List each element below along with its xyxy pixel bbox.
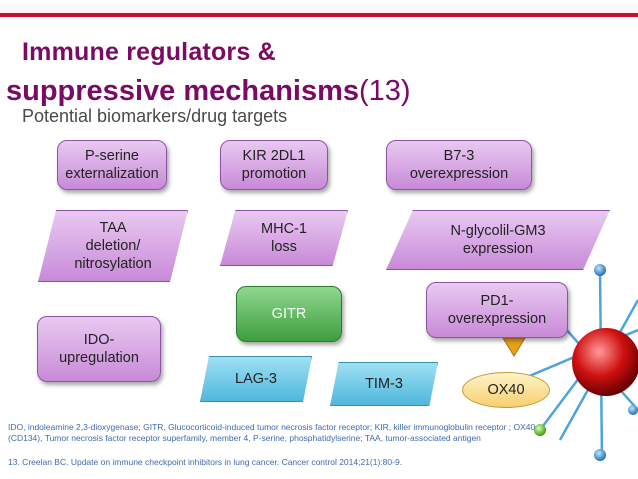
slide-title-reference: (13) — [359, 75, 411, 107]
box-ido[interactable]: IDO- upregulation — [37, 316, 161, 382]
box-pserine[interactable]: P-serine externalization — [57, 140, 167, 190]
box-n-glycolil[interactable]: N-glycolil-GM3 expression — [386, 210, 610, 270]
box-pd1[interactable]: PD1- overexpression — [426, 282, 568, 338]
slide-subtitle: Potential biomarkers/drug targets — [22, 106, 288, 126]
slide-title-text: suppressive mechanisms — [6, 75, 360, 107]
red-accent-line — [0, 13, 638, 17]
box-lag-3[interactable]: LAG-3 — [200, 356, 312, 402]
box-ox40[interactable]: OX40 — [462, 372, 550, 408]
box-kir-2dl1[interactable]: KIR 2DL1 promotion — [220, 140, 328, 190]
box-mhc-1[interactable]: MHC-1 loss — [220, 210, 348, 266]
slide-title-line2: suppressive mechanisms(13) — [6, 75, 411, 108]
box-gitr[interactable]: GITR — [236, 286, 342, 342]
box-b7-3[interactable]: B7-3 overexpression — [386, 140, 532, 190]
slide-title-line1: Immune regulators & — [22, 38, 276, 66]
box-taa[interactable]: TAA deletion/ nitrosylation — [38, 210, 188, 282]
reference-footnote: 13. Creelan BC. Update on immune checkpo… — [8, 457, 403, 467]
box-tim-3[interactable]: TIM-3 — [330, 362, 438, 406]
top-bar — [0, 0, 638, 14]
abbreviations-footnote: IDO, indoleamine 2,3-dioxygenase; GITR, … — [8, 422, 536, 443]
